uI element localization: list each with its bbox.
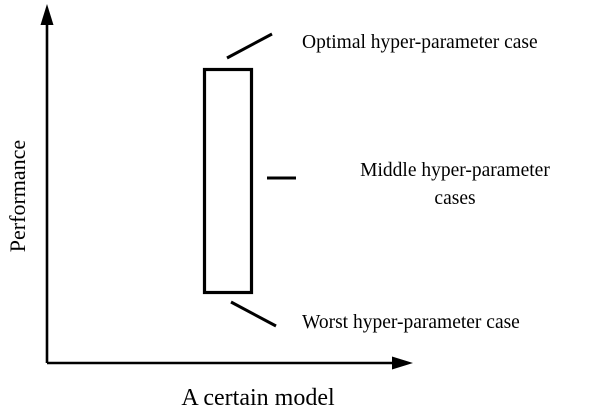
performance-range-box: [202, 67, 254, 295]
worst-leader-line: [230, 300, 277, 328]
x-axis-label: A certain model: [181, 385, 335, 411]
y-axis: [40, 4, 54, 363]
annotation-middle-label-line1: Middle hyper-parameter: [360, 160, 550, 181]
x-axis: [47, 356, 413, 370]
x-axis-arrowhead-icon: [392, 356, 413, 370]
annotation-worst-label: Worst hyper-parameter case: [302, 312, 520, 333]
y-axis-arrowhead-icon: [40, 4, 54, 25]
annotation-optimal-label: Optimal hyper-parameter case: [302, 32, 538, 53]
optimal-leader-line: [226, 32, 273, 60]
y-axis-label: Performance: [5, 140, 30, 252]
annotation-middle-label-line2: cases: [434, 188, 475, 209]
